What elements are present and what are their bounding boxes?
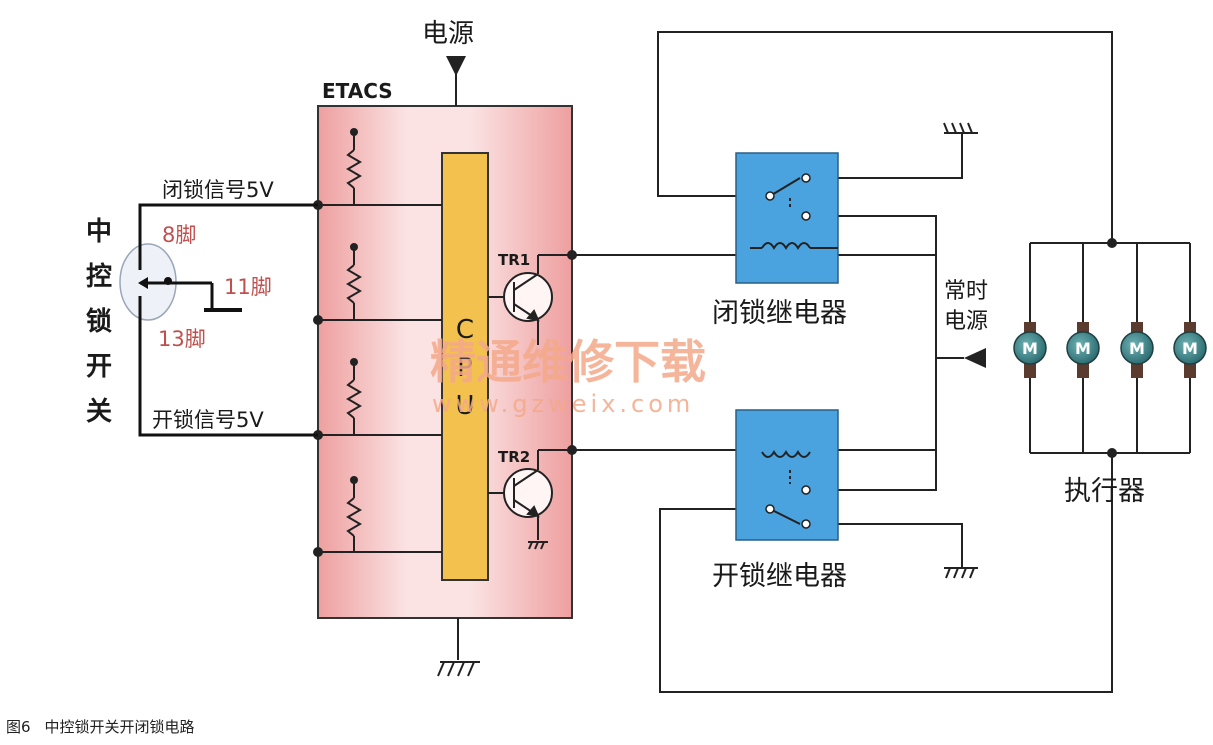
unlock-signal-label: 开锁信号5V [152, 408, 264, 432]
actuator-label: 执行器 [1064, 476, 1145, 507]
svg-text:开: 开 [86, 352, 112, 382]
wiring [572, 31, 1113, 693]
transistor-tr2 [488, 449, 572, 550]
lock-relay [735, 152, 839, 284]
watermark: 精通维修下载 [430, 335, 706, 389]
svg-text:中: 中 [86, 217, 112, 247]
lock-signal-label: 闭锁信号5V [162, 178, 274, 202]
svg-text:M: M [1182, 339, 1198, 358]
cpu-char-u: U [455, 391, 474, 421]
power-arrow-icon [446, 56, 466, 106]
pin8-label: 8脚 [162, 223, 196, 247]
svg-text:锁: 锁 [86, 306, 112, 337]
etacs-label: ETACS [322, 79, 393, 103]
actuator [1029, 238, 1191, 458]
motor-icon: M [1066, 322, 1100, 378]
constant-power-label-1: 常时 [944, 279, 988, 304]
cpu-char-p: P [457, 353, 473, 383]
ground-icon [944, 567, 978, 579]
constant-power-arrow-icon [964, 348, 986, 368]
svg-text:M: M [1022, 339, 1038, 358]
figure-caption: 图6 中控锁开关开闭锁电路 [6, 716, 209, 737]
cpu-block [441, 152, 489, 581]
svg-text:M: M [1129, 339, 1145, 358]
figure-title: 中控锁开关开闭锁电路 [44, 718, 195, 736]
ground-icon [943, 122, 978, 134]
switch-vertical-label: 中 控 锁 开 关 [86, 217, 112, 427]
svg-text:M: M [1075, 339, 1091, 358]
motor-icon: M [1173, 322, 1207, 378]
pin11-label: 11脚 [224, 275, 272, 299]
pin13-label: 13脚 [158, 327, 206, 351]
motor-icon: M [1120, 322, 1154, 378]
tr1-label: TR1 [498, 251, 530, 269]
svg-text:控: 控 [86, 262, 112, 292]
tr2-label: TR2 [498, 448, 530, 466]
transistor-tr1 [488, 254, 572, 345]
central-lock-switch [119, 203, 318, 437]
cpu-char-c: C [456, 315, 474, 345]
lock-relay-label: 闭锁继电器 [712, 298, 847, 329]
watermark-url: www.gzweix.com [432, 390, 694, 418]
ground-icon [437, 618, 480, 677]
unlock-relay [735, 409, 839, 541]
power-top-label: 电源 [422, 19, 474, 49]
figure-number: 图6 [6, 718, 31, 736]
motor-icon: M [1013, 322, 1047, 378]
constant-power-label-2: 电源 [944, 309, 988, 334]
unlock-relay-label: 开锁继电器 [712, 561, 847, 592]
svg-text:关: 关 [86, 397, 112, 427]
